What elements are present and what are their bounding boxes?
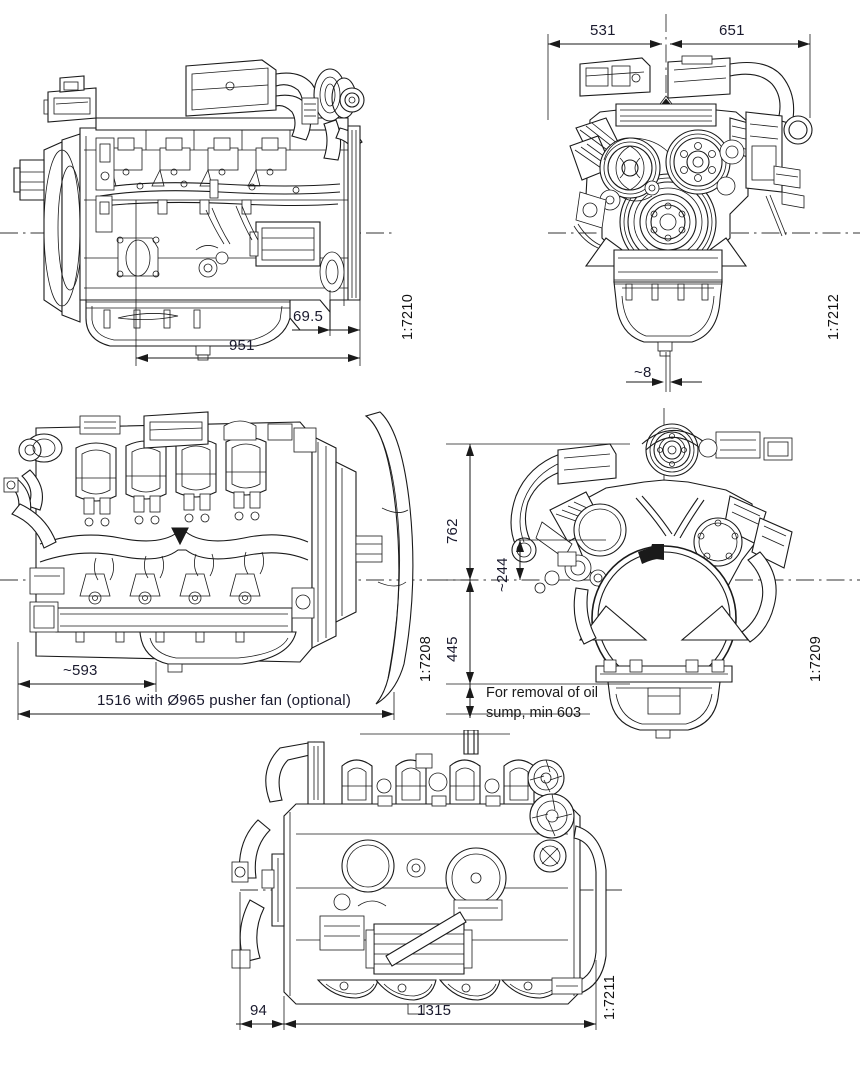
view-top-plan: ~593 1516 with Ø965 pusher fan (optional…: [0, 392, 434, 740]
dimension-69-5: 69.5: [293, 308, 323, 325]
reference-number-7210: 1:7210: [400, 293, 416, 340]
reference-number-7211: 1:7211: [602, 974, 618, 1020]
dimension-531: 531: [590, 22, 616, 39]
dimension-1315: 1315: [417, 1002, 452, 1019]
oil-sump-removal-note: For removal of oil sump, min 603: [486, 684, 598, 723]
view-right-side-elevation: 94 1315 1:7211: [210, 730, 650, 1066]
front-engine-drawing: [547, 14, 860, 392]
dimension-94: 94: [250, 1002, 268, 1019]
view-left-side-elevation: 951 69.5 1:7210: [0, 0, 430, 400]
right-side-engine-drawing: [231, 730, 622, 1030]
dimension-651: 651: [719, 22, 745, 39]
note-line-2: sump, min 603: [486, 704, 582, 721]
dimension-1516-pusher-fan: 1516 with Ø965 pusher fan (optional): [97, 692, 352, 709]
dimension-951: 951: [229, 337, 255, 354]
dimension-approx-8: ~8: [634, 364, 652, 381]
dimension-approx-593: ~593: [63, 662, 98, 679]
reference-number-7209: 1:7209: [808, 635, 824, 682]
left-side-engine-drawing: [0, 59, 396, 366]
note-line-1: For removal of oil: [486, 685, 599, 701]
view-front-elevation: 531 651 ~8 1:7212: [430, 0, 860, 400]
dimension-762: 762: [444, 518, 461, 544]
view-rear-elevation: 762 ~244 445 For removal of oil sump, mi…: [430, 392, 860, 740]
reference-number-7212: 1:7212: [826, 293, 842, 340]
top-plan-engine-drawing: [0, 411, 430, 720]
dimension-445: 445: [444, 636, 461, 662]
rear-engine-drawing: [430, 408, 860, 739]
dimension-approx-244: ~244: [494, 557, 511, 592]
